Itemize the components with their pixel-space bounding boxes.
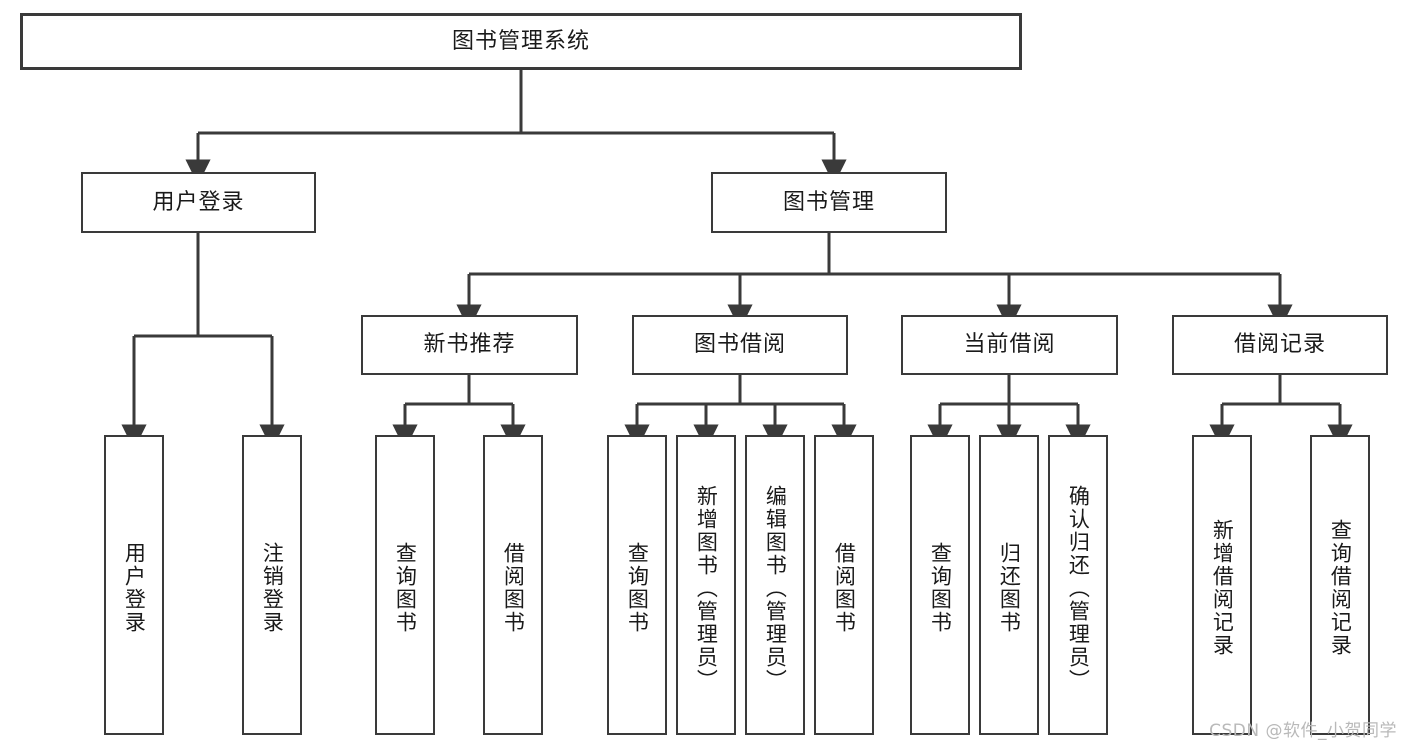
leaf-recommend-borrow-book[interactable]: 借阅图书 (483, 435, 543, 735)
leaf-user-logout[interactable]: 注销登录 (242, 435, 302, 735)
node-book-borrow-label: 图书借阅 (693, 332, 786, 358)
leaf-user-logout-label: 注销登录 (260, 542, 285, 634)
node-new-book-recommend-label: 新书推荐 (423, 332, 516, 358)
leaf-borrow-add-book[interactable]: 新增图书（管理员） (676, 435, 736, 735)
watermark: CSDN @软件_小贺同学 (1209, 721, 1397, 741)
leaf-current-return-book-label: 归还图书 (997, 542, 1022, 634)
leaf-user-login-label: 用户登录 (122, 542, 147, 634)
leaf-borrow-borrow-book-label: 借阅图书 (832, 542, 857, 634)
leaf-record-query[interactable]: 查询借阅记录 (1310, 435, 1370, 735)
node-book-management[interactable]: 图书管理 (711, 172, 947, 233)
leaf-borrow-borrow-book[interactable]: 借阅图书 (814, 435, 874, 735)
node-root-label: 图书管理系统 (451, 28, 590, 54)
leaf-current-confirm-return[interactable]: 确认归还（管理员） (1048, 435, 1108, 735)
node-root[interactable]: 图书管理系统 (20, 13, 1022, 70)
leaf-current-query-book-label: 查询图书 (928, 542, 953, 634)
node-borrow-record-label: 借阅记录 (1233, 332, 1326, 358)
leaf-borrow-query-book[interactable]: 查询图书 (607, 435, 667, 735)
node-book-borrow[interactable]: 图书借阅 (632, 315, 848, 375)
node-new-book-recommend[interactable]: 新书推荐 (361, 315, 578, 375)
leaf-borrow-add-book-label: 新增图书（管理员） (694, 484, 719, 692)
leaf-record-add-label: 新增借阅记录 (1210, 519, 1235, 657)
leaf-user-login[interactable]: 用户登录 (104, 435, 164, 735)
node-user-login[interactable]: 用户登录 (81, 172, 316, 233)
leaf-record-query-label: 查询借阅记录 (1328, 519, 1353, 657)
leaf-borrow-edit-book[interactable]: 编辑图书（管理员） (745, 435, 805, 735)
node-current-borrow-label: 当前借阅 (963, 332, 1056, 358)
node-book-management-label: 图书管理 (782, 189, 875, 215)
leaf-borrow-query-book-label: 查询图书 (625, 542, 650, 634)
leaf-recommend-query-book-label: 查询图书 (393, 542, 418, 634)
node-borrow-record[interactable]: 借阅记录 (1172, 315, 1388, 375)
node-user-login-label: 用户登录 (152, 189, 245, 215)
node-current-borrow[interactable]: 当前借阅 (901, 315, 1118, 375)
leaf-record-add[interactable]: 新增借阅记录 (1192, 435, 1252, 735)
leaf-current-query-book[interactable]: 查询图书 (910, 435, 970, 735)
leaf-current-return-book[interactable]: 归还图书 (979, 435, 1039, 735)
leaf-recommend-query-book[interactable]: 查询图书 (375, 435, 435, 735)
leaf-current-confirm-return-label: 确认归还（管理员） (1066, 484, 1091, 692)
leaf-recommend-borrow-book-label: 借阅图书 (501, 542, 526, 634)
leaf-borrow-edit-book-label: 编辑图书（管理员） (763, 484, 788, 692)
